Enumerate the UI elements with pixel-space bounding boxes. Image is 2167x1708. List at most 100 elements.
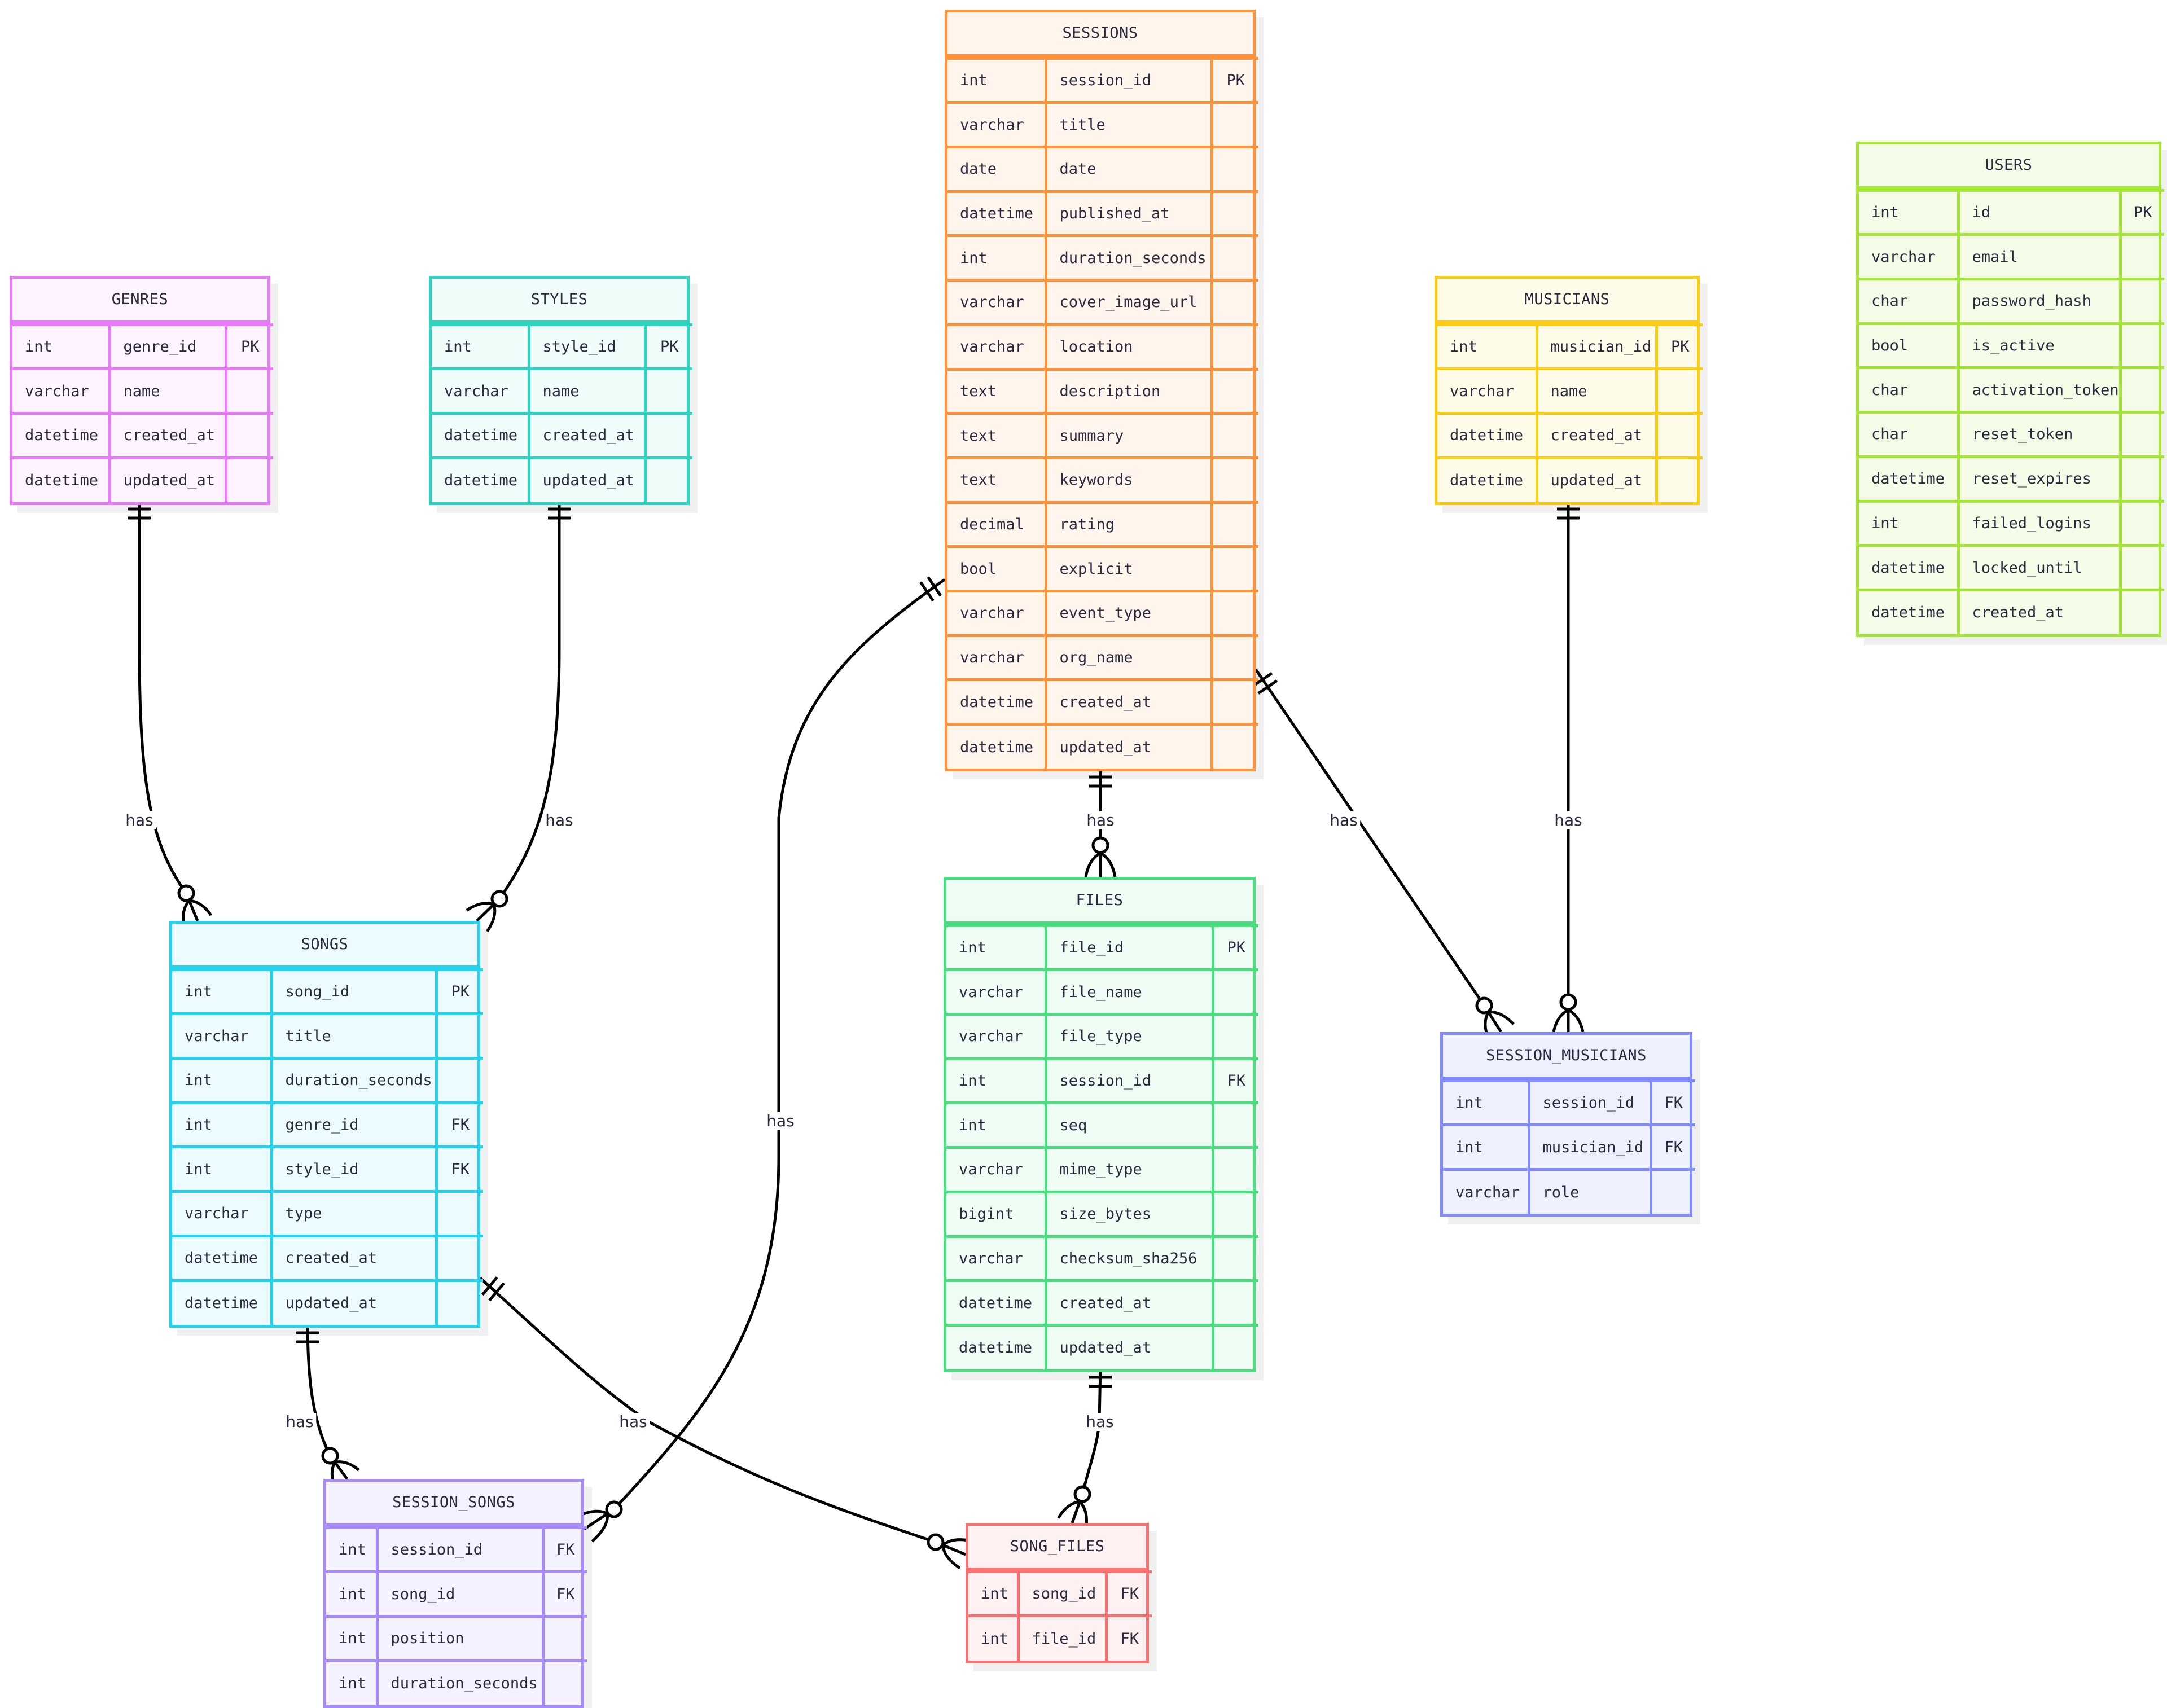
attribute-type: int: [326, 1526, 379, 1574]
attribute-key: [2118, 233, 2164, 281]
attribute-key: FK: [435, 1101, 483, 1149]
attribute-key: [1210, 323, 1258, 371]
attribute-name: updated_at: [1535, 456, 1658, 502]
attribute-name: file_type: [1044, 1013, 1214, 1060]
attribute-key: [2118, 278, 2164, 325]
attribute-type: varchar: [947, 279, 1047, 326]
relationship-line[interactable]: [479, 1277, 936, 1544]
attribute-type: int: [946, 1057, 1047, 1105]
attribute-key: [1211, 968, 1258, 1016]
attribute-type: datetime: [946, 1323, 1047, 1370]
relationship-sessions-session-songs[interactable]: [575, 576, 946, 1543]
attribute-key: [2118, 588, 2164, 635]
attribute-type: int: [1437, 323, 1538, 371]
attribute-name: musician_id: [1535, 323, 1658, 371]
relationship-musicians-session-musicians[interactable]: [1552, 497, 1585, 1033]
attribute-name: title: [1044, 101, 1213, 149]
attribute-key: [1210, 101, 1258, 149]
relationship-songs-song-files[interactable]: [479, 1276, 972, 1570]
attribute-type: int: [172, 1145, 273, 1193]
attribute-key: [1655, 367, 1703, 415]
relationship-label: has: [617, 1413, 650, 1431]
attribute-key: [435, 1190, 483, 1237]
attribute-key: [2118, 455, 2164, 503]
relationship-line[interactable]: [498, 497, 561, 900]
attribute-name: updated_at: [1044, 723, 1213, 769]
attribute-type: char: [1859, 411, 1960, 458]
attribute-key: FK: [435, 1145, 483, 1193]
attribute-name: musician_id: [1527, 1123, 1652, 1171]
attribute-name: reset_expires: [1957, 455, 2122, 503]
attribute-name: size_bytes: [1044, 1190, 1214, 1238]
attribute-name: style_id: [527, 323, 647, 371]
attribute-type: datetime: [1859, 544, 1960, 591]
attribute-key: FK: [541, 1570, 587, 1618]
relationship-label: has: [283, 1413, 316, 1431]
attribute-name: style_id: [270, 1145, 438, 1193]
relationship-sessions-session-musicians[interactable]: [1252, 668, 1515, 1040]
attribute-type: datetime: [432, 412, 530, 459]
attribute-key: [435, 1279, 483, 1325]
attribute-name: session_id: [1044, 56, 1213, 104]
relationship-files-song-files[interactable]: [1057, 1364, 1112, 1529]
relationship-styles-songs[interactable]: [466, 497, 571, 933]
attribute-name: genre_id: [108, 323, 227, 371]
attribute-type: char: [1859, 278, 1960, 325]
attribute-type: datetime: [432, 456, 530, 502]
attribute-type: varchar: [946, 1235, 1047, 1283]
cardinality-exactly-one-icon: [1089, 1376, 1112, 1388]
attribute-type: varchar: [172, 1190, 273, 1237]
attribute-key: [1210, 146, 1258, 193]
attribute-name: updated_at: [270, 1279, 438, 1325]
relationship-genres-songs[interactable]: [128, 497, 213, 927]
relationship-sessions-files[interactable]: [1084, 765, 1117, 877]
relationship-line[interactable]: [1254, 668, 1486, 1007]
attribute-key: FK: [541, 1526, 587, 1574]
attribute-type: int: [1859, 188, 1960, 236]
attribute-key: [1210, 723, 1258, 769]
attribute-name: password_hash: [1957, 278, 2122, 325]
relationship-line[interactable]: [613, 578, 946, 1511]
attribute-key: [1210, 234, 1258, 282]
attribute-name: org_name: [1044, 634, 1213, 682]
attribute-name: explicit: [1044, 545, 1213, 592]
attribute-name: title: [270, 1012, 438, 1060]
relationship-songs-session-songs[interactable]: [296, 1320, 360, 1489]
attribute-key: [435, 1234, 483, 1282]
attribute-key: [1211, 1235, 1258, 1283]
entity-title: SESSION_MUSICIANS: [1443, 1035, 1690, 1079]
relationship-line[interactable]: [138, 497, 188, 894]
attribute-key: [643, 412, 692, 459]
